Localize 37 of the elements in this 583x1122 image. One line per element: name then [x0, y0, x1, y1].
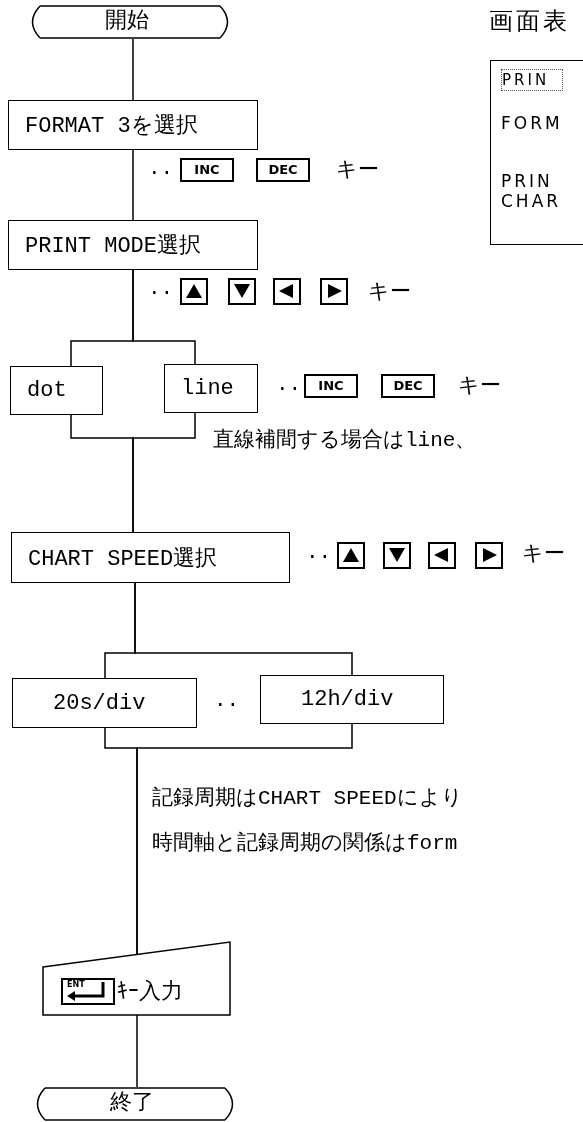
screen-text: PRIN [501, 69, 563, 91]
note-text: キー [458, 374, 501, 400]
dots-text: ·· [306, 544, 332, 570]
note-text: キー [522, 542, 565, 568]
connector-line [132, 269, 196, 365]
dots-text: ·· [148, 280, 174, 306]
process-box: FORMAT 3を選択 [8, 100, 258, 150]
note-text: 直線補間する場合はline、 [213, 428, 477, 454]
process-box: 12h/div [260, 675, 444, 724]
dots-text: ·· [148, 160, 174, 186]
connector-line [132, 38, 134, 101]
process-box: PRINT MODE選択 [8, 220, 258, 270]
process-box: line [164, 364, 258, 413]
process-box: 20s/div [12, 678, 197, 728]
dots-text: ·· [214, 692, 240, 718]
note-text: キー [336, 158, 379, 184]
dots-text: ·· [276, 376, 302, 402]
screen-heading: 画面表 [489, 6, 571, 36]
note-text: 時間軸と記録周期の関係はform [152, 831, 458, 857]
process-box: CHART SPEED選択 [11, 532, 290, 583]
screen-text: PRIN CHAR [501, 171, 561, 211]
manual-input-shape [43, 942, 230, 1015]
key-cap: DEC [381, 374, 435, 398]
connector-line [136, 723, 353, 956]
key-cap: INC [180, 158, 234, 182]
connector-line [132, 149, 134, 221]
connector-line [132, 412, 196, 533]
screen-text: FORM [501, 113, 561, 133]
note-text: キー [368, 280, 411, 306]
note-text: 記録周期はCHART SPEEDにより [152, 786, 463, 812]
key-cap: INC [304, 374, 358, 398]
connector-line [134, 582, 353, 676]
connector-line [136, 1014, 138, 1088]
process-box: dot [10, 366, 103, 415]
key-cap: DEC [256, 158, 310, 182]
key-input-text: ｷｰ入力 [117, 979, 183, 1006]
enter-key: ENT [61, 977, 115, 1005]
